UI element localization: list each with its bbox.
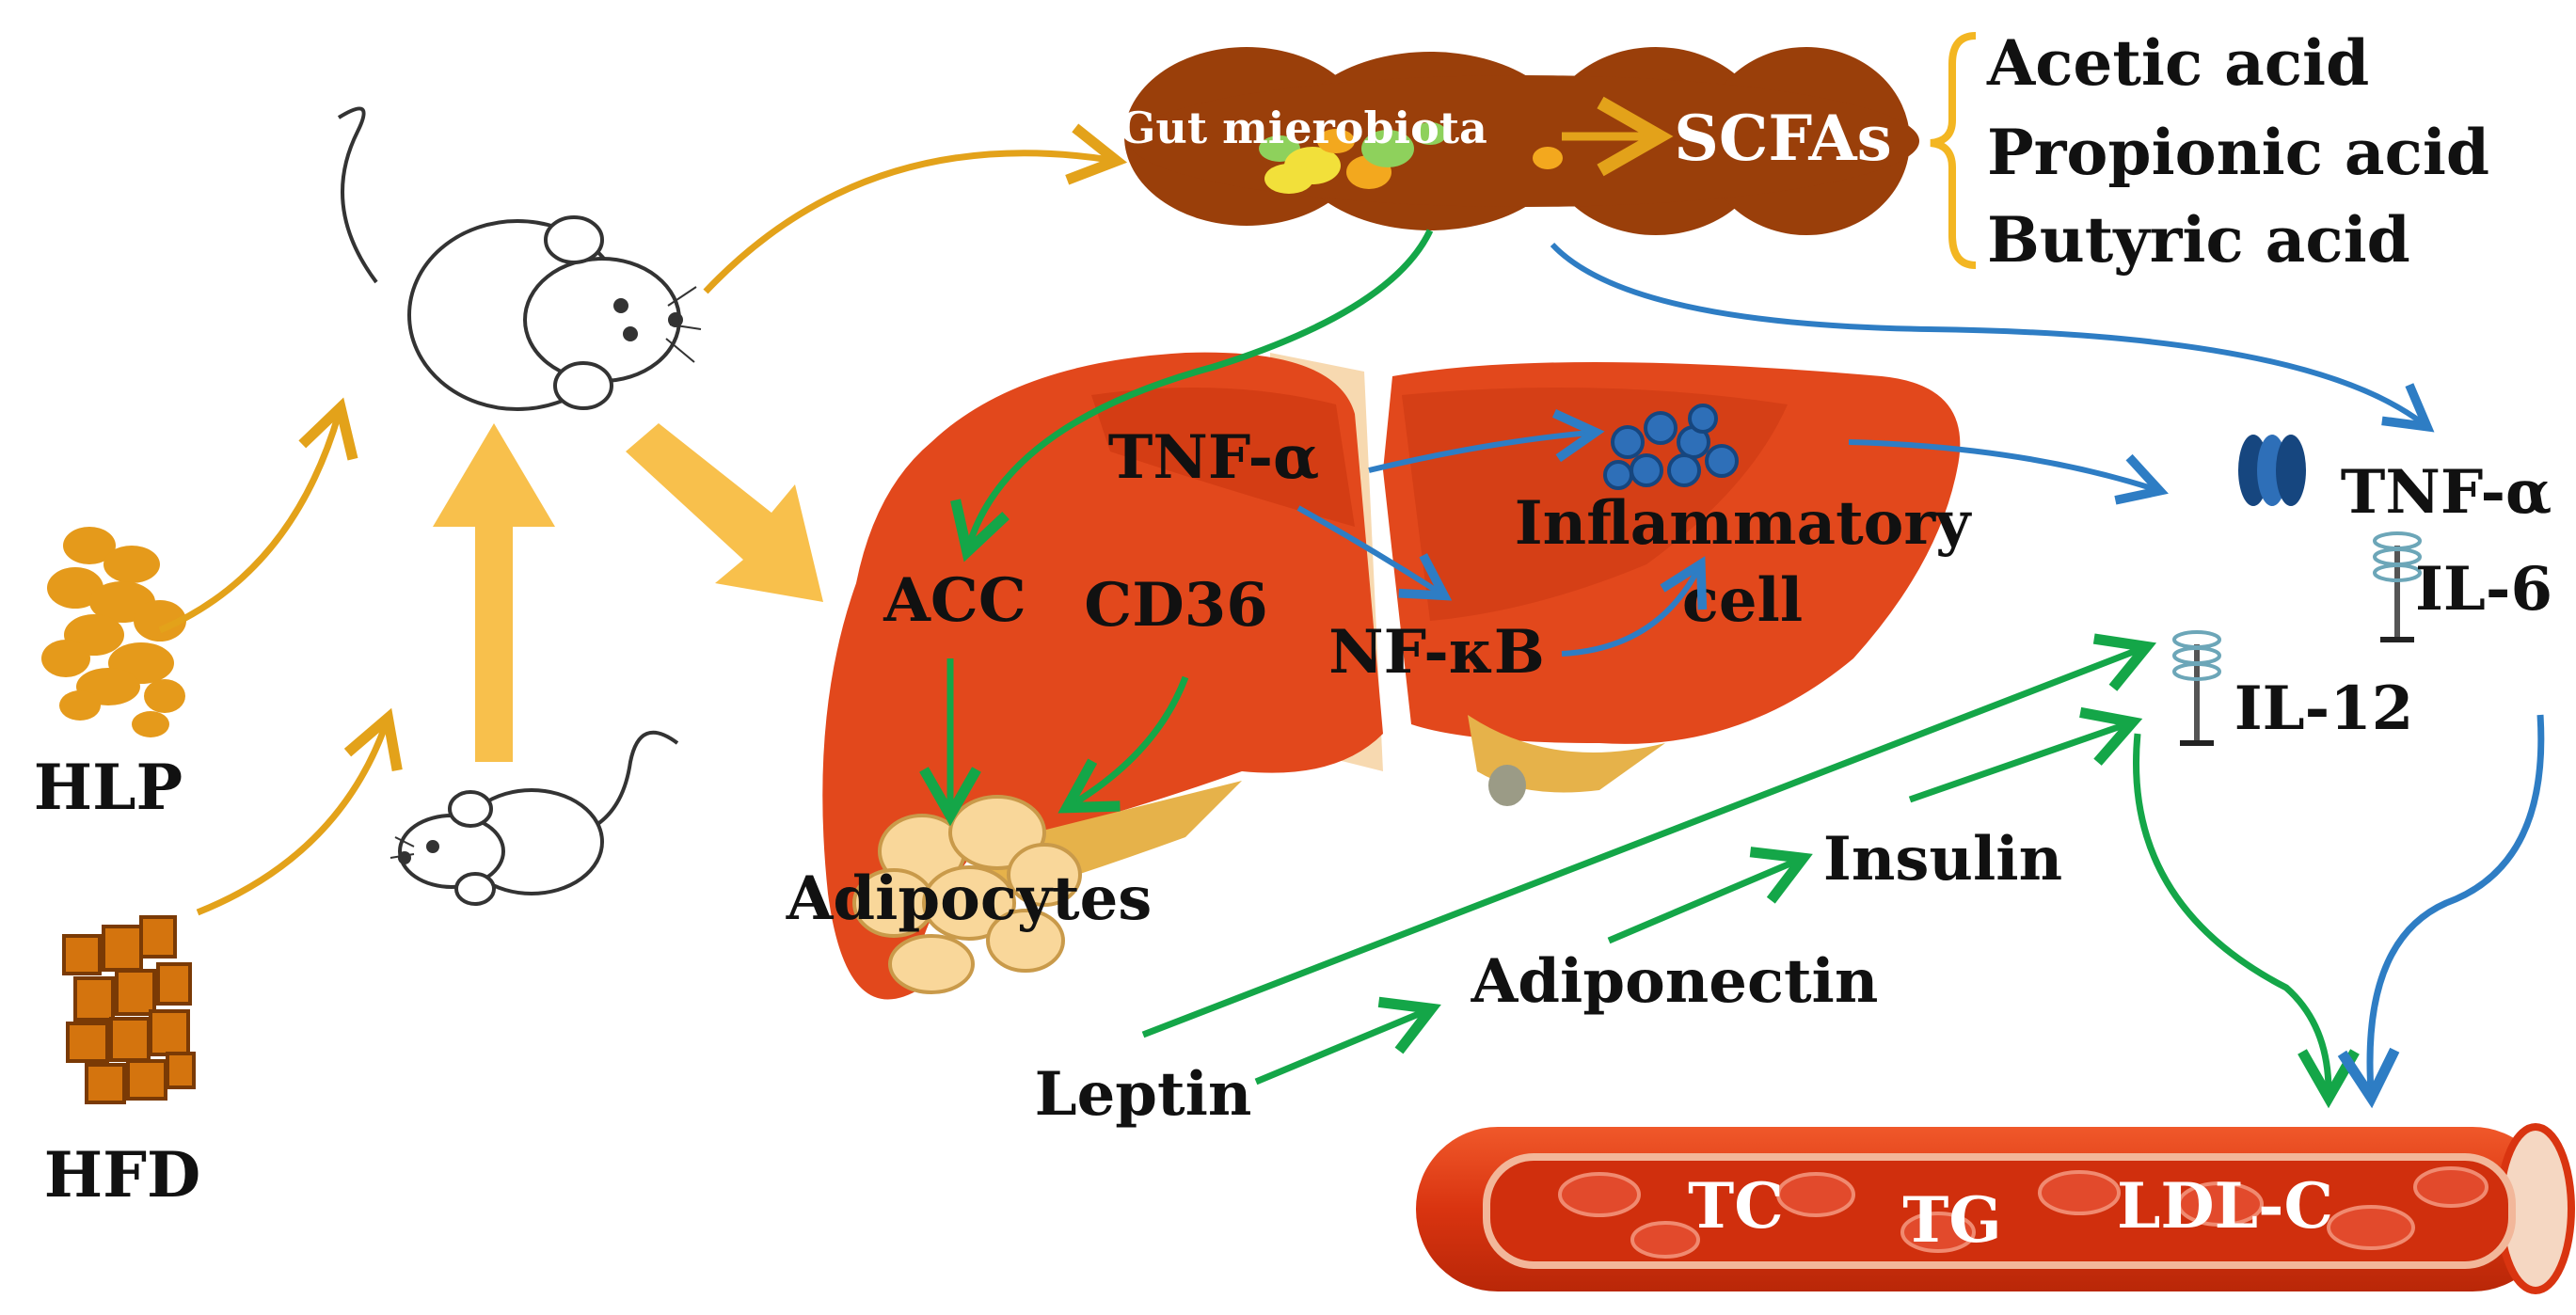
acid-butyric: Butyric acid [1987, 203, 2410, 277]
il6-to-vessel-blue-arrow [2337, 714, 2545, 1109]
nfkb-label: NF-κB [1328, 617, 1545, 688]
gut-microbiota-label: Gut mierobiota [1119, 103, 1487, 153]
tnf-to-inflammatory-arrow [1368, 408, 1605, 473]
gut-to-acc-green-arrow [950, 229, 1434, 562]
tg-label: TG [1902, 1183, 2001, 1257]
leptin-to-adiponectin-arrow [1254, 996, 1441, 1085]
liver-tnf-label: TNF-α [1108, 422, 1320, 493]
tc-label: TC [1688, 1169, 1784, 1243]
insulin-to-cytokines-arrow [1908, 706, 2143, 803]
leptin-to-cytokines-arrow [1141, 633, 2157, 1038]
hlp-powder-icon [41, 527, 186, 737]
cd36-to-adipocytes-arrow [1057, 675, 1189, 814]
cytokines-to-vessel-green-arrow [2133, 733, 2360, 1109]
tnf-to-nfkb-arrow [1296, 505, 1453, 601]
obese-mouse-icon [337, 106, 702, 411]
hfd-label: HFD [44, 1138, 200, 1212]
inflammatory-cell-label: cell [1682, 565, 1803, 636]
inflammatory-cells-icon [1603, 404, 1739, 490]
hlp-label: HLP [34, 751, 183, 824]
obese-mouse-to-gut-arrow [703, 123, 1128, 294]
nfkb-to-inflammatory-arrow [1561, 556, 1708, 657]
scfas-label: SCFAs [1674, 102, 1892, 175]
cytokine-il6-label: IL-6 [2415, 554, 2552, 625]
acid-propionic: Propionic acid [1987, 116, 2489, 189]
blood-vessel-icon: TC TG LDL-C [1416, 1123, 2575, 1294]
il12-receptor-icon [2172, 630, 2221, 746]
acids-brace [1930, 32, 1977, 269]
cd36-label: CD36 [1084, 570, 1268, 641]
hfd-to-mouse-arrow [196, 707, 403, 916]
adipocytes-icon [852, 795, 1082, 994]
cytokine-tnf-label: TNF-α [2341, 457, 2552, 528]
adipocytes-label: Adipocytes [786, 863, 1153, 934]
gut-to-cytokines-blue-arrow [1550, 242, 2435, 433]
hfd-food-icon [62, 915, 196, 1104]
insulin-label: Insulin [1823, 824, 2062, 895]
inflammatory-label: Inflammatory [1515, 488, 1972, 559]
red-blood-cells [1558, 1166, 2489, 1259]
gut-microbiota-blob: Gut mierobiota SCFAs [1119, 47, 1919, 235]
acc-label: ACC [883, 565, 1026, 636]
il6-receptor-icon [2373, 531, 2422, 642]
leptin-label: Leptin [1035, 1059, 1252, 1130]
acid-acetic: Acetic acid [1986, 26, 2369, 100]
bacteria-cluster [1259, 122, 1563, 194]
lean-to-obese-big-arrow [433, 423, 555, 762]
adiponectin-to-insulin-arrow [1607, 847, 1813, 944]
hlp-to-obese-mouse-arrow [158, 397, 358, 634]
ldl-label: LDL-C [2117, 1169, 2333, 1243]
adiponectin-label: Adiponectin [1471, 946, 1879, 1017]
cytokine-il12-label: IL-12 [2234, 673, 2414, 744]
lean-mouse-icon [390, 730, 679, 906]
mouse-to-liver-big-arrow [626, 423, 823, 602]
inflammatory-to-cytokines-arrow [1848, 439, 2169, 505]
tnf-receptor-icon [2238, 435, 2306, 506]
